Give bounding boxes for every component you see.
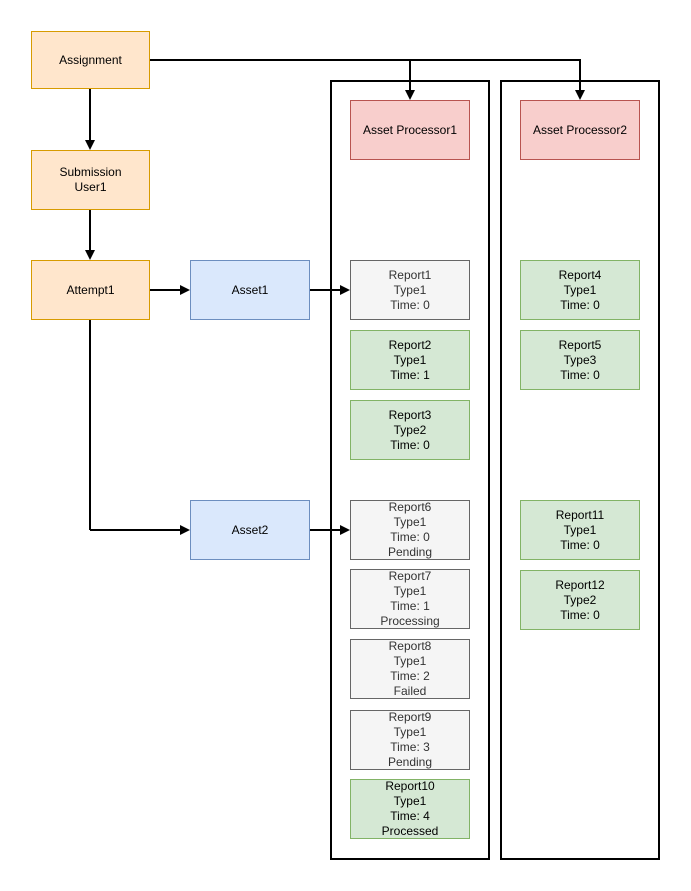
arrowhead-assignment-to-processors: [575, 90, 585, 100]
edge-assignment-to-processors: [409, 60, 411, 91]
node-label-line: Time: 0: [390, 437, 430, 452]
node-label-line: Asset1: [231, 282, 269, 297]
arrowhead-attempt1-to-asset2: [180, 525, 190, 535]
node-label-line: Time: 0: [560, 607, 600, 622]
node-label-line: Report4: [558, 267, 602, 282]
node-asset-processor2: Asset Processor2: [520, 100, 640, 160]
arrowhead-assignment-to-submission: [85, 140, 95, 150]
node-assignment: Assignment: [31, 31, 150, 89]
edge-asset1-to-report1: [310, 289, 341, 291]
node-label-line: Time: 2: [390, 669, 430, 683]
node-label-line: Time: 0: [390, 530, 430, 544]
edge-submission-to-attempt1: [89, 210, 91, 251]
node-label-line: Asset Processor1: [362, 122, 458, 137]
asset-processor2-lane: [500, 80, 660, 860]
node-label-line: Report5: [558, 337, 602, 352]
node-label-line: Type1: [393, 352, 427, 367]
edge-assignment-to-processors: [150, 59, 581, 61]
edge-assignment-to-processors: [579, 60, 581, 91]
node-label-line: Type1: [393, 282, 427, 297]
arrowhead-submission-to-attempt1: [85, 250, 95, 260]
node-label-line: Report11: [555, 507, 605, 522]
node-label-line: Type1: [393, 654, 427, 668]
node-label-line: Type1: [563, 282, 597, 297]
node-label-line: Report8: [388, 639, 432, 653]
node-label-line: Type1: [393, 725, 427, 739]
node-label-line: Type1: [393, 794, 427, 808]
node-label-line: Time: 3: [390, 740, 430, 754]
node-label-line: Time: 0: [560, 367, 600, 382]
edge-attempt1-to-asset1: [150, 289, 181, 291]
node-label-line: Attempt1: [66, 282, 115, 297]
node-label-line: Assignment: [59, 52, 122, 67]
arrowhead-asset2-to-report6: [340, 525, 350, 535]
node-label-line: Type2: [393, 422, 427, 437]
node-label-line: Type1: [393, 584, 427, 598]
node-label-line: Report2: [388, 337, 432, 352]
node-label-line: Submission: [59, 165, 122, 179]
node-label-line: Report10: [385, 779, 435, 793]
node-label-line: Failed: [393, 684, 427, 698]
node-label-line: Asset Processor2: [532, 122, 628, 137]
node-label-line: Type3: [563, 352, 597, 367]
node-label-line: Report7: [388, 569, 432, 583]
node-label-line: Asset2: [231, 522, 269, 537]
arrowhead-asset1-to-report1: [340, 285, 350, 295]
node-label-line: Type2: [563, 592, 597, 607]
node-label-line: Report12: [555, 577, 605, 592]
edge-asset2-to-report6: [310, 529, 341, 531]
node-label-line: Report3: [388, 407, 432, 422]
node-label-line: Pending: [387, 545, 433, 559]
node-label-line: Time: 0: [560, 297, 600, 312]
node-label-line: Time: 0: [560, 537, 600, 552]
node-label-line: Report1: [388, 267, 432, 282]
edge-attempt1-to-asset2: [89, 320, 91, 530]
node-asset1: Asset1: [190, 260, 310, 320]
node-label-line: Type1: [563, 522, 597, 537]
node-label-line: Time: 0: [390, 297, 430, 312]
node-asset2: Asset2: [190, 500, 310, 560]
node-label-line: Report6: [388, 500, 432, 514]
arrowhead-attempt1-to-asset1: [180, 285, 190, 295]
node-label-line: User1: [74, 180, 107, 194]
node-label-line: Processed: [381, 824, 439, 838]
node-label-line: Pending: [387, 755, 433, 769]
edge-assignment-to-submission: [89, 89, 91, 141]
node-label-line: Time: 1: [390, 367, 430, 382]
node-label-line: Report9: [388, 710, 432, 724]
edge-attempt1-to-asset2: [90, 529, 181, 531]
node-label-line: Type1: [393, 515, 427, 529]
arrowhead-assignment-to-processors: [405, 90, 415, 100]
node-attempt1: Attempt1: [31, 260, 150, 320]
node-label-line: Time: 1: [390, 599, 430, 613]
node-label-line: Time: 4: [390, 809, 430, 823]
node-asset-processor1: Asset Processor1: [350, 100, 470, 160]
node-label-line: Processing: [380, 614, 440, 628]
